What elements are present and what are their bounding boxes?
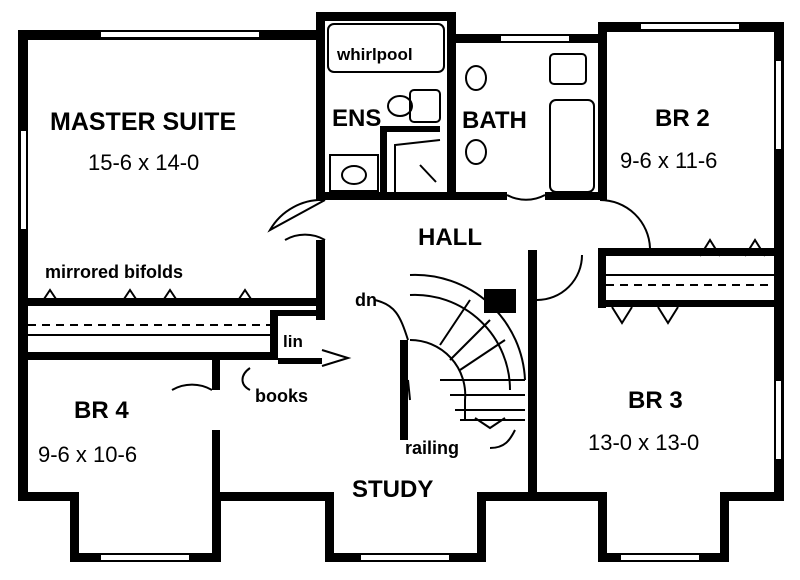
stairs	[241, 273, 526, 449]
whirlpool-label: whirlpool	[336, 45, 413, 64]
study-name: STUDY	[352, 476, 433, 503]
br2-name: BR 2	[655, 105, 710, 132]
br4-name: BR 4	[74, 397, 129, 424]
lin-label: lin	[283, 332, 303, 351]
interior-walls	[18, 40, 784, 500]
windows	[19, 22, 783, 562]
ens-name: ENS	[332, 105, 381, 132]
railing-label: railing	[405, 438, 459, 458]
fixtures	[327, 23, 595, 195]
master-suite-size: 15-6 x 14-0	[88, 150, 199, 175]
room-labels: whirlpool MASTER SUITE 15-6 x 14-0 ENS B…	[38, 45, 717, 503]
br2-size: 9-6 x 11-6	[620, 148, 717, 173]
br3-size: 13-0 x 13-0	[588, 430, 699, 455]
hall-name: HALL	[418, 224, 482, 251]
mirrored-bifolds-label: mirrored bifolds	[45, 262, 183, 282]
br4-size: 9-6 x 10-6	[38, 442, 137, 467]
bath-name: BATH	[462, 107, 527, 134]
br3-name: BR 3	[628, 387, 683, 414]
master-suite-name: MASTER SUITE	[50, 108, 236, 136]
closets	[28, 238, 774, 336]
dn-label: dn	[355, 290, 377, 310]
doors	[171, 194, 651, 391]
books-label: books	[255, 386, 308, 406]
